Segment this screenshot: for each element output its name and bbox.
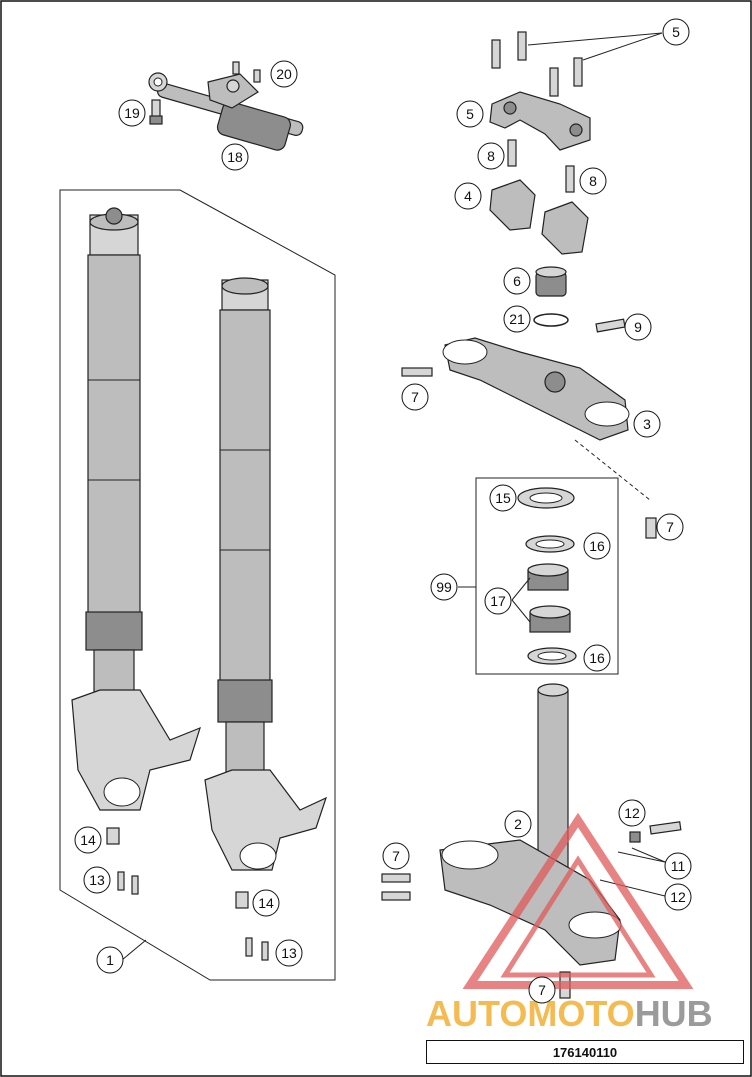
callout-1: 1 bbox=[96, 946, 124, 974]
svg-text:6: 6 bbox=[513, 273, 521, 289]
svg-text:13: 13 bbox=[89, 872, 105, 888]
svg-text:12: 12 bbox=[670, 889, 686, 905]
svg-text:AUTOMOTOHUB: AUTOMOTOHUB bbox=[426, 993, 713, 1034]
svg-text:7: 7 bbox=[666, 519, 674, 535]
fork-leg-right bbox=[204, 277, 328, 871]
svg-text:7: 7 bbox=[411, 389, 419, 405]
callout-99: 99 bbox=[430, 573, 458, 601]
callout-17: 17 bbox=[484, 587, 512, 615]
svg-text:19: 19 bbox=[124, 105, 140, 121]
svg-text:15: 15 bbox=[495, 490, 511, 506]
callout-7-left: 7 bbox=[401, 383, 429, 411]
svg-text:5: 5 bbox=[672, 24, 680, 40]
svg-text:12: 12 bbox=[624, 805, 640, 821]
callouts: 5 20 19 5 18 8 8 4 6 21 9 7 3 15 7 16 99… bbox=[74, 18, 692, 1004]
callout-14-a: 14 bbox=[74, 826, 102, 854]
callout-6: 6 bbox=[503, 267, 531, 295]
callout-7-lower: 7 bbox=[382, 842, 410, 870]
svg-text:18: 18 bbox=[227, 149, 243, 165]
svg-text:99: 99 bbox=[436, 579, 452, 595]
svg-text:14: 14 bbox=[258, 895, 274, 911]
callout-2: 2 bbox=[504, 810, 532, 838]
callout-16-b: 16 bbox=[583, 644, 611, 672]
callout-20: 20 bbox=[270, 60, 298, 88]
svg-text:8: 8 bbox=[589, 173, 597, 189]
watermark-logo: AUTOMOTOHUB bbox=[426, 812, 713, 1034]
callout-21: 21 bbox=[503, 305, 531, 333]
callout-19: 19 bbox=[118, 99, 146, 127]
svg-text:8: 8 bbox=[487, 148, 495, 164]
callout-8-a: 8 bbox=[477, 142, 505, 170]
bearing-kit bbox=[475, 477, 619, 675]
upper-triple-clamp bbox=[401, 337, 657, 539]
callout-9: 9 bbox=[624, 313, 652, 341]
svg-text:14: 14 bbox=[80, 832, 96, 848]
svg-text:9: 9 bbox=[634, 319, 642, 335]
watermark-hub: HUB bbox=[635, 993, 713, 1034]
svg-text:21: 21 bbox=[509, 311, 525, 327]
svg-text:13: 13 bbox=[281, 945, 297, 961]
svg-text:20: 20 bbox=[276, 66, 292, 82]
callout-16-a: 16 bbox=[583, 532, 611, 560]
callout-7-top: 5 bbox=[662, 18, 690, 46]
callout-12-b: 12 bbox=[664, 883, 692, 911]
callout-7-right: 7 bbox=[656, 513, 684, 541]
callout-4: 4 bbox=[454, 182, 482, 210]
callout-13-a: 13 bbox=[83, 866, 111, 894]
svg-text:3: 3 bbox=[643, 416, 651, 432]
callout-12-a: 12 bbox=[618, 799, 646, 827]
svg-text:2: 2 bbox=[514, 816, 522, 832]
callout-13-b: 13 bbox=[275, 939, 303, 967]
leader-lines bbox=[121, 32, 666, 961]
callout-18: 18 bbox=[221, 143, 249, 171]
steering-damper bbox=[148, 61, 304, 151]
reference-number: 176140110 bbox=[426, 1040, 744, 1064]
svg-text:1: 1 bbox=[106, 952, 114, 968]
handlebar-clamp-lower bbox=[489, 139, 589, 255]
fork-small-parts bbox=[106, 827, 269, 961]
svg-text:5: 5 bbox=[466, 106, 474, 122]
svg-text:7: 7 bbox=[392, 848, 400, 864]
svg-text:17: 17 bbox=[490, 593, 506, 609]
handlebar-clamp-upper bbox=[489, 31, 591, 151]
top-nut-and-ring bbox=[533, 266, 626, 333]
svg-text:11: 11 bbox=[671, 858, 686, 874]
svg-text:7: 7 bbox=[538, 982, 546, 998]
callout-7-bottom: 7 bbox=[528, 976, 556, 1004]
callout-3: 3 bbox=[633, 410, 661, 438]
fork-leg-left bbox=[71, 207, 201, 811]
callout-11: 11 bbox=[664, 852, 692, 880]
svg-text:16: 16 bbox=[589, 538, 605, 554]
callout-15: 15 bbox=[489, 484, 517, 512]
callout-14-b: 14 bbox=[252, 889, 280, 917]
svg-text:4: 4 bbox=[464, 188, 472, 204]
callout-8-b: 8 bbox=[579, 167, 607, 195]
svg-text:16: 16 bbox=[589, 650, 605, 666]
fork-assembly-frame bbox=[59, 189, 336, 981]
callout-5: 5 bbox=[456, 100, 484, 128]
watermark-auto: AUTO bbox=[426, 993, 527, 1034]
